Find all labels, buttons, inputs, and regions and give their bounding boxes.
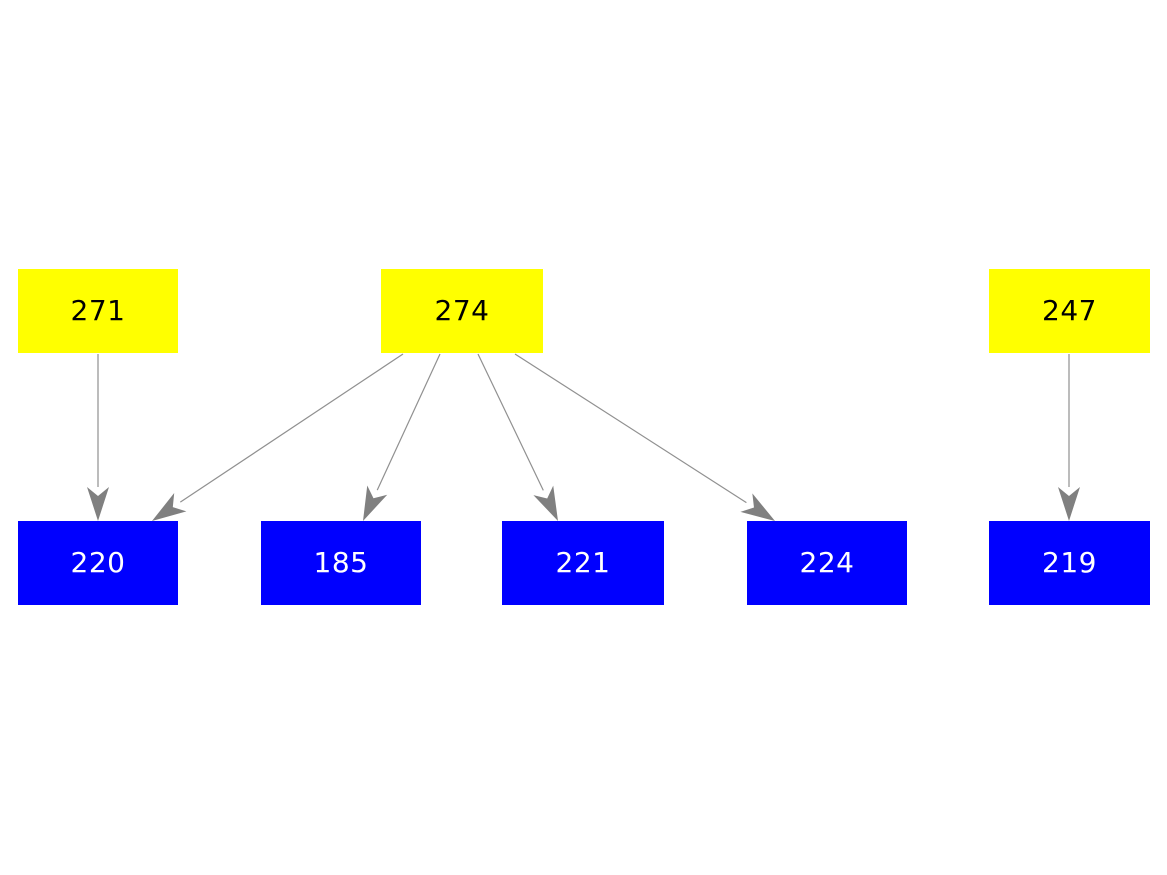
graph-node-247[interactable]: 247 [989, 269, 1150, 353]
edge-arrowhead-icon [152, 493, 187, 521]
edge-line [514, 353, 747, 504]
graph-node-label: 274 [434, 294, 490, 327]
graph-node-224[interactable]: 224 [747, 521, 907, 605]
graph-node-label: 185 [313, 546, 369, 579]
graph-node-label: 224 [799, 546, 855, 579]
graph-edge-274-to-220 [152, 353, 404, 521]
edge-line [477, 353, 544, 491]
graph-node-label: 247 [1042, 294, 1097, 327]
graph-node-271[interactable]: 271 [18, 269, 178, 353]
graph-node-185[interactable]: 185 [261, 521, 421, 605]
graph-edge-247-to-219 [1058, 354, 1080, 521]
graph-node-label: 271 [70, 294, 126, 327]
graph-edge-274-to-185 [363, 353, 441, 521]
graph-node-label: 219 [1042, 546, 1097, 579]
graph-node-220[interactable]: 220 [18, 521, 178, 605]
graph-node-221[interactable]: 221 [502, 521, 664, 605]
edge-arrowhead-icon [533, 485, 558, 521]
edge-arrowhead-icon [363, 485, 388, 521]
graph-node-219[interactable]: 219 [989, 521, 1150, 605]
graph-edge-274-to-221 [477, 353, 558, 521]
edge-arrowhead-icon [87, 487, 109, 521]
graph-node-label: 220 [70, 546, 126, 579]
edge-line [179, 353, 404, 503]
graph-node-label: 221 [555, 546, 611, 579]
graph-node-274[interactable]: 274 [381, 269, 543, 353]
edge-line [376, 353, 441, 491]
edge-arrowhead-icon [740, 493, 775, 521]
graph-edge-271-to-220 [87, 354, 109, 521]
graph-edge-274-to-224 [514, 353, 775, 521]
edge-arrowhead-icon [1058, 487, 1080, 521]
